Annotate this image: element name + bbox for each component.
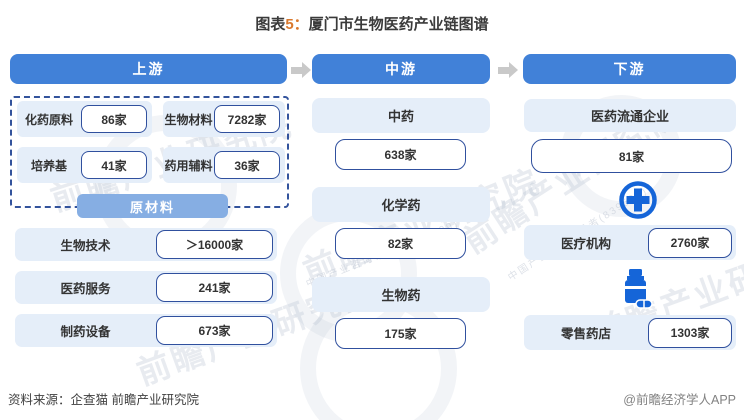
header-downstream: 下游 — [523, 54, 736, 84]
midstream-segment-label: 生物药 — [312, 277, 490, 312]
midstream-segment-count: 638家 — [335, 139, 466, 170]
downstream-flow-label: 医药流通企业 — [524, 99, 736, 132]
hospital-cross-icon — [618, 180, 658, 220]
segment-count: 673家 — [156, 316, 273, 345]
midstream-segment-label: 化学药 — [312, 187, 490, 222]
material-label: 化药原料 — [24, 112, 73, 127]
raw-materials-tag: 原材料 — [77, 194, 228, 218]
brand-credit: @前瞻经济学人APP — [623, 393, 736, 407]
segment-label: 医疗机构 — [560, 237, 611, 251]
material-count: 86家 — [81, 105, 147, 133]
title-main: 厦门市生物医药产业链图谱 — [308, 16, 489, 33]
source-note: 资料来源：企查猫 前瞻产业研究院 — [8, 393, 199, 407]
header-upstream: 上游 — [10, 54, 287, 84]
material-label: 生物材料 — [164, 112, 213, 127]
segment-label: 医药服务 — [60, 282, 111, 296]
downstream-row: 医疗机构 2760家 — [524, 225, 736, 260]
upstream-row: 生物技术 ＞16000家 — [15, 228, 277, 261]
midstream-segment-count: 82家 — [335, 228, 466, 259]
upstream-row: 医药服务 241家 — [15, 271, 277, 304]
midstream-segment-label: 中药 — [312, 98, 490, 133]
watermark-text: 前瞻产业研究院 — [298, 161, 546, 291]
segment-label: 生物技术 — [60, 239, 111, 253]
downstream-row: 零售药店 1303家 — [524, 315, 736, 350]
title-number: 5： — [285, 16, 309, 33]
flow-arrow-icon — [498, 62, 518, 78]
flow-arrow-icon — [291, 62, 311, 78]
segment-count: 1303家 — [648, 317, 732, 348]
midstream-segment-count: 175家 — [335, 318, 466, 349]
material-cell: 化药原料 86家 — [17, 101, 152, 137]
page-title: 图表5：厦门市生物医药产业链图谱 — [0, 13, 744, 34]
segment-count: 2760家 — [648, 227, 732, 258]
segment-count: ＞16000家 — [156, 230, 273, 259]
downstream-flow-count: 81家 — [531, 139, 732, 173]
material-cell: 生物材料 7282家 — [163, 101, 285, 137]
material-label: 药用辅料 — [164, 158, 213, 173]
title-prefix: 图表 — [255, 16, 286, 33]
material-label: 培养基 — [30, 158, 67, 173]
material-count: 41家 — [81, 151, 147, 179]
medicine-bottle-icon — [619, 268, 655, 311]
material-count: 36家 — [214, 151, 280, 179]
material-count: 7282家 — [214, 105, 280, 133]
segment-label: 零售药店 — [560, 327, 611, 341]
header-midstream: 中游 — [312, 54, 490, 84]
material-cell: 药用辅料 36家 — [163, 147, 285, 183]
material-cell: 培养基 41家 — [17, 147, 152, 183]
segment-label: 制药设备 — [60, 325, 111, 339]
segment-count: 241家 — [156, 273, 273, 302]
upstream-row: 制药设备 673家 — [15, 314, 277, 347]
